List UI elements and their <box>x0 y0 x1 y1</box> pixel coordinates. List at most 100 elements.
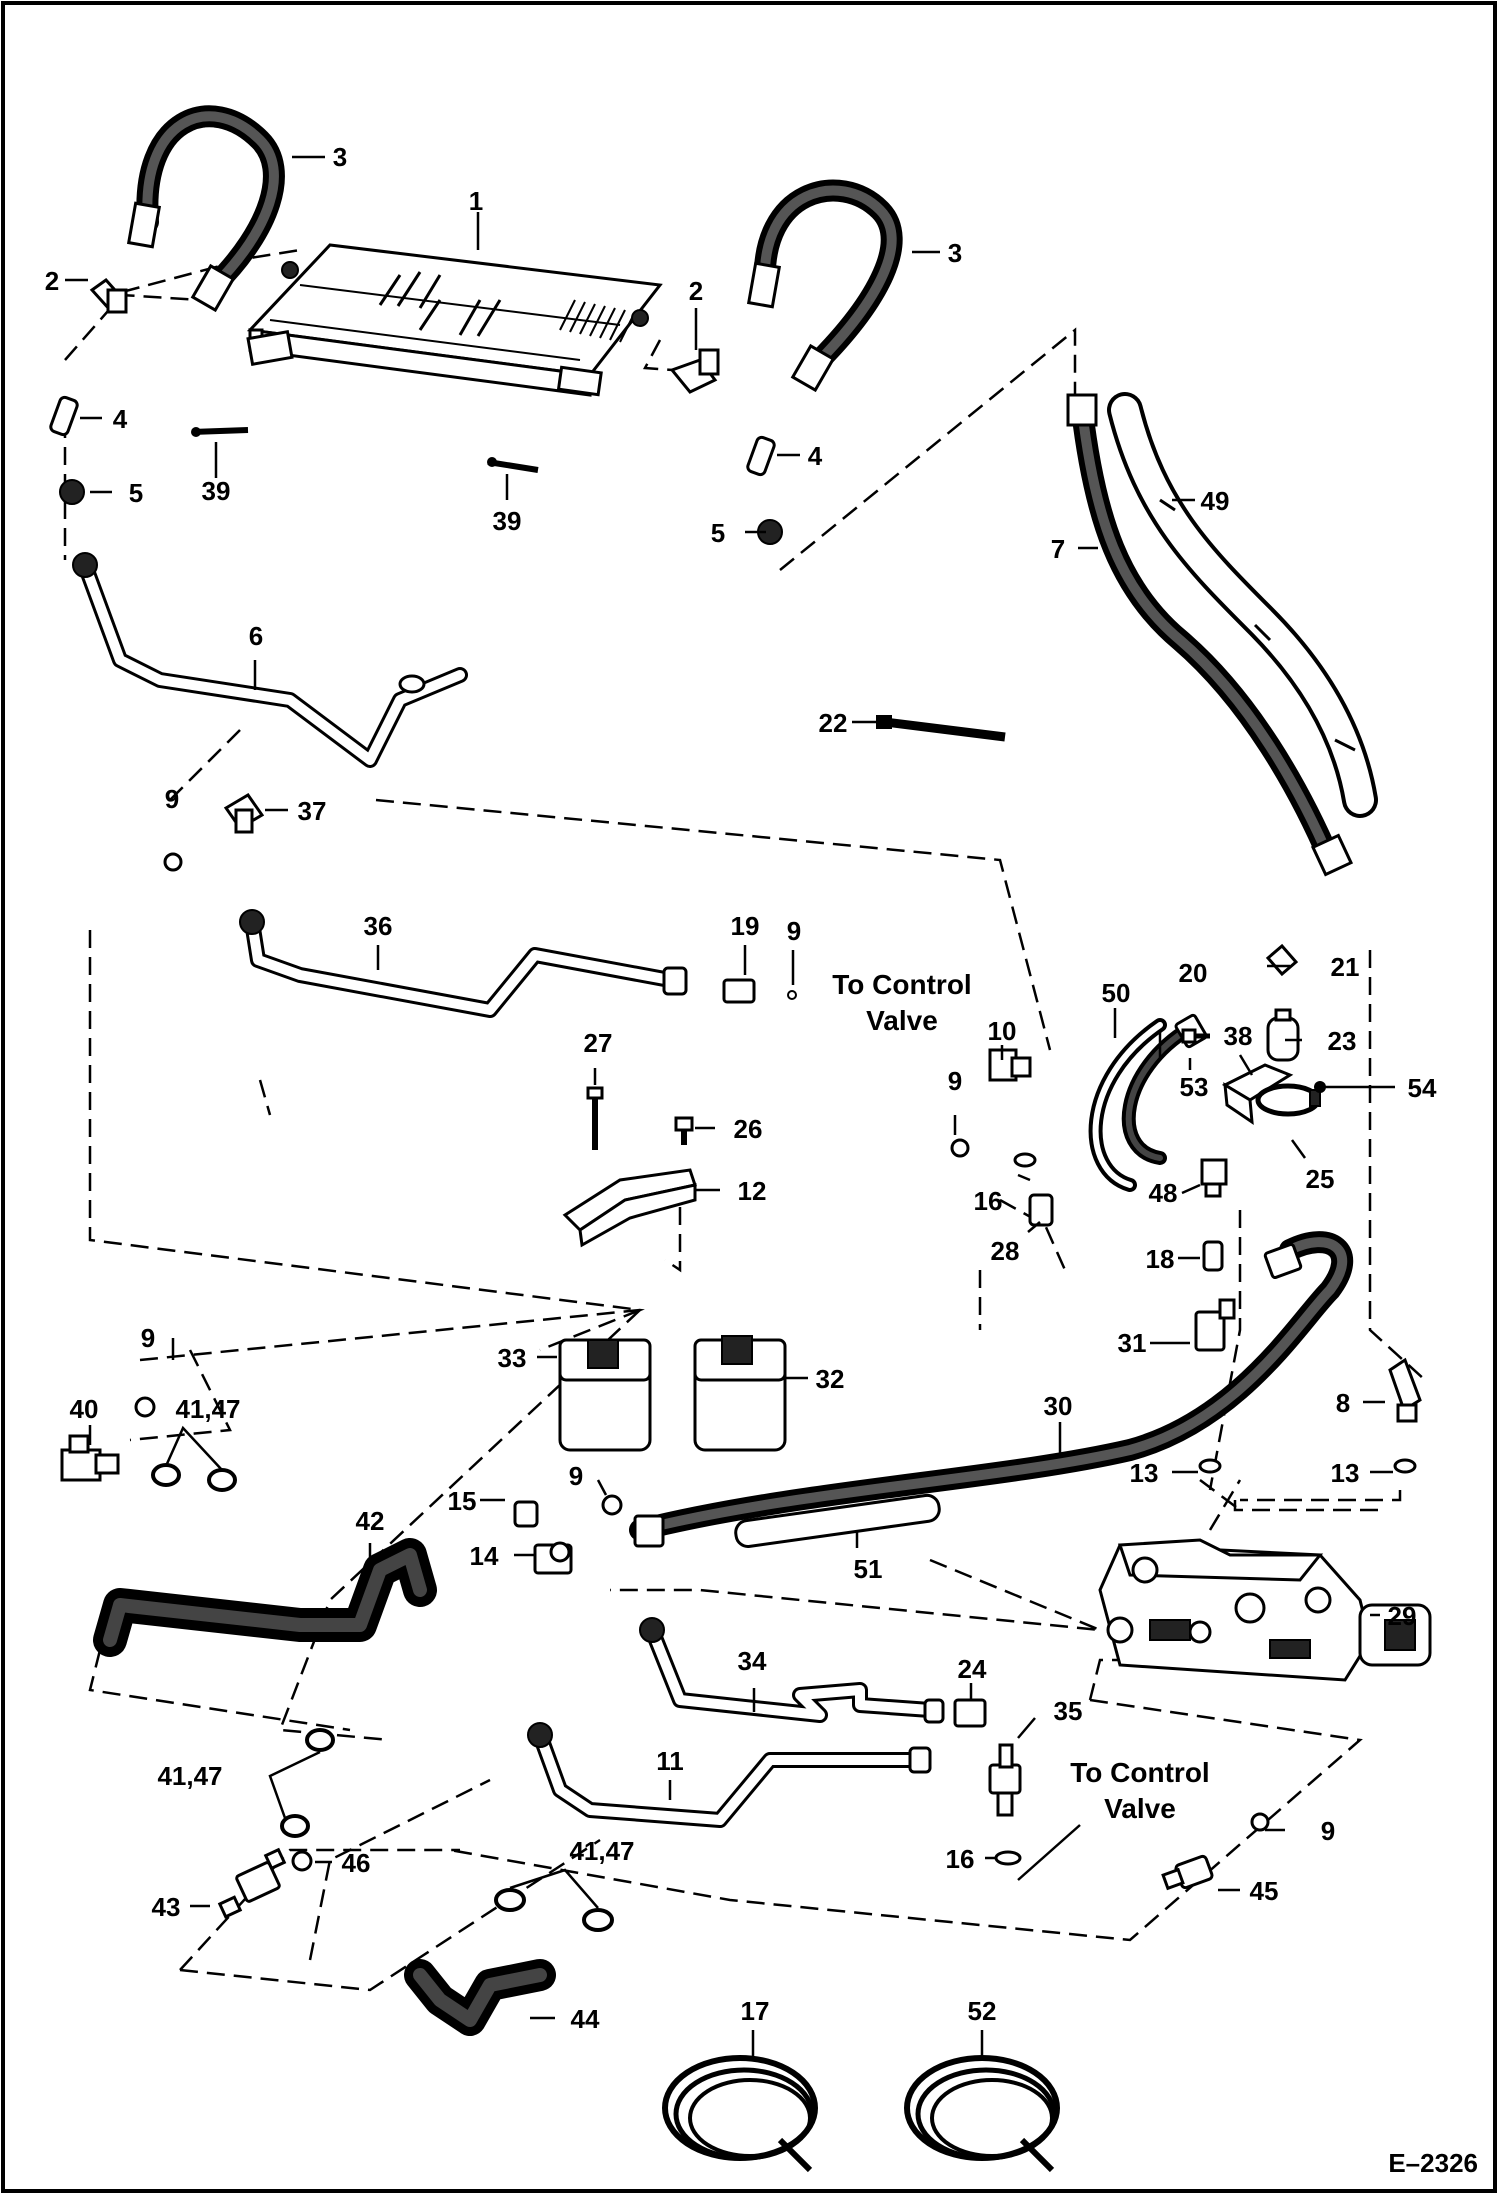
callout-26: 26 <box>734 1114 763 1144</box>
callout-29: 29 <box>1388 1601 1417 1631</box>
straight-fitting-right <box>746 435 776 477</box>
callout-51: 51 <box>854 1554 883 1584</box>
sleeve-49 <box>1107 392 1378 818</box>
callout-48: 48 <box>1149 1178 1178 1208</box>
callout-27: 27 <box>584 1028 613 1058</box>
callout-35: 35 <box>1054 1696 1083 1726</box>
callout-33: 33 <box>498 1343 527 1373</box>
nut-left <box>59 479 85 505</box>
callout-41-47: 41,47 <box>175 1394 240 1424</box>
molded-hose-42 <box>93 1538 437 1657</box>
callout-5: 5 <box>129 478 143 508</box>
bolt-53 <box>1181 1028 1210 1044</box>
o-ring-9d <box>134 1396 156 1418</box>
callout-2: 2 <box>689 276 703 306</box>
tee-fitting-40 <box>60 1434 120 1482</box>
callout-43: 43 <box>152 1892 181 1922</box>
clamp-25 <box>1255 1083 1321 1117</box>
callout-22: 22 <box>819 708 848 738</box>
callout-23: 23 <box>1328 1026 1357 1056</box>
callout-40: 40 <box>70 1394 99 1424</box>
u-hose-right <box>746 179 903 393</box>
callout-9: 9 <box>569 1461 583 1491</box>
callout-9: 9 <box>948 1066 962 1096</box>
callout-3: 3 <box>948 238 962 268</box>
adapter-45 <box>1161 1854 1214 1891</box>
hose-50 <box>1088 1018 1197 1192</box>
hose-30 <box>629 1231 1354 1548</box>
svg-text:Valve: Valve <box>1104 1793 1176 1824</box>
drawing-number: E–2326 <box>1388 2148 1478 2178</box>
u-hose-left <box>126 105 285 313</box>
callout-10: 10 <box>988 1016 1017 1046</box>
callout-5: 5 <box>711 518 725 548</box>
elbow-fitting-8 <box>1388 1357 1422 1423</box>
hose-clamps-left <box>280 1728 335 1838</box>
callout-32: 32 <box>816 1364 845 1394</box>
molded-hose-44 <box>404 1959 556 2036</box>
coiled-tubing-52 <box>904 2055 1060 2173</box>
fitting-24 <box>953 1698 987 1728</box>
filter-32 <box>693 1335 787 1452</box>
callout-13: 13 <box>1130 1458 1159 1488</box>
bracket-38 <box>1221 1063 1294 1126</box>
o-ring-9b <box>787 990 797 1000</box>
callout-41-47: 41,47 <box>157 1761 222 1791</box>
callout-41-47: 41,47 <box>569 1836 634 1866</box>
cable-tie-right <box>487 457 539 473</box>
callout-8: 8 <box>1336 1388 1350 1418</box>
elbow-fitting-48 <box>1200 1158 1228 1198</box>
o-ring-16b <box>994 1850 1022 1866</box>
callout-39: 39 <box>493 506 522 536</box>
callout-31: 31 <box>1118 1328 1147 1358</box>
callout-45: 45 <box>1250 1876 1279 1906</box>
adapter-19 <box>722 978 756 1004</box>
elbow-fitting-right <box>669 348 720 394</box>
washer-54 <box>1314 1081 1326 1093</box>
dashed-connection-lines <box>63 248 1426 1992</box>
o-ring-13a <box>1198 1458 1222 1474</box>
adapter-28 <box>1028 1193 1054 1227</box>
tube-36 <box>239 909 688 1018</box>
callout-34: 34 <box>738 1646 767 1676</box>
fitting-14 <box>533 1541 573 1575</box>
callout-18: 18 <box>1146 1244 1175 1274</box>
callout-2: 2 <box>45 266 59 296</box>
callout-1: 1 <box>469 186 483 216</box>
tee-fitting-43 <box>217 1847 287 1919</box>
callout-30: 30 <box>1044 1391 1073 1421</box>
o-ring-9e <box>601 1494 623 1516</box>
hose-clamps-bottom <box>494 1888 614 1932</box>
coiled-tubing-17 <box>662 2055 818 2173</box>
callout-9: 9 <box>787 916 801 946</box>
callout-38: 38 <box>1224 1021 1253 1051</box>
svg-text:To Control: To Control <box>1070 1757 1209 1788</box>
callout-9: 9 <box>141 1323 155 1353</box>
callout-28: 28 <box>991 1236 1020 1266</box>
callout-7: 7 <box>1051 534 1065 564</box>
o-ring-13b <box>1393 1458 1417 1474</box>
tee-fitting-35 <box>988 1743 1022 1817</box>
callout-36: 36 <box>364 911 393 941</box>
svg-text:To Control: To Control <box>832 969 971 1000</box>
callout-17: 17 <box>741 1996 770 2026</box>
tube-11 <box>527 1722 932 1828</box>
note-to-control-valve-lower: To Control Valve <box>1070 1757 1209 1824</box>
bolt-27 <box>586 1086 604 1150</box>
callout-24: 24 <box>958 1654 987 1684</box>
adapter-18 <box>1202 1240 1224 1272</box>
o-ring-9f <box>1250 1812 1270 1832</box>
callout-39: 39 <box>202 476 231 506</box>
callout-25: 25 <box>1306 1164 1335 1194</box>
callout-20: 20 <box>1179 958 1208 988</box>
callout-19: 19 <box>731 911 760 941</box>
elbow-fitting-21 <box>1265 943 1299 977</box>
callout-9: 9 <box>1321 1816 1335 1846</box>
oil-cooler <box>246 243 663 397</box>
callout-16: 16 <box>946 1844 975 1874</box>
callout-37: 37 <box>298 796 327 826</box>
filter-33 <box>558 1338 652 1452</box>
